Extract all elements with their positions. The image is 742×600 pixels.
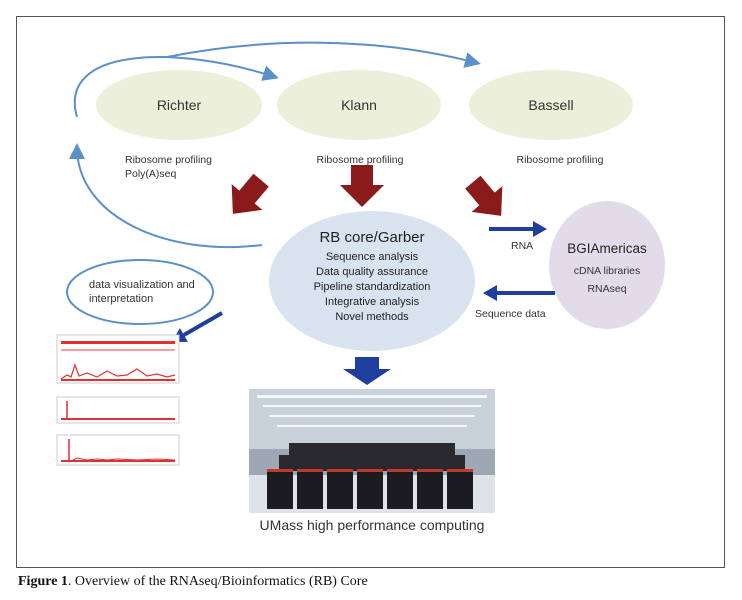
arrow-bassell-to-core xyxy=(465,175,503,216)
arrow-richter-to-core xyxy=(231,173,269,214)
bgi-item: cDNA libraries xyxy=(573,265,641,277)
feedback-curve-top-right xyxy=(166,41,481,68)
bassell-desc: Ribosome profiling xyxy=(495,153,625,167)
feedback-curve-left xyxy=(69,143,263,249)
arrow-rna-to-bgi xyxy=(489,221,547,237)
rb-core-node: RB core/Garber Sequence analysis Data qu… xyxy=(279,229,465,325)
viz-label: data visualization and interpretation xyxy=(89,279,195,305)
rb-core-item: Novel methods xyxy=(335,311,409,323)
figure-frame: Richter Klann Bassell Ribosome profiling… xyxy=(16,16,725,568)
arrow-core-to-computing xyxy=(343,357,391,385)
feedback-curve-top xyxy=(73,56,279,118)
bassell-desc-line: Ribosome profiling xyxy=(516,154,604,166)
rb-core-title: RB core/Garber xyxy=(319,229,425,246)
arrow-sequence-data-to-core xyxy=(483,285,555,301)
sequence-data-edge-label: Sequence data xyxy=(475,308,546,320)
bgi-node: BGIAmericas cDNA libraries RNAseq xyxy=(549,241,665,296)
caption-figure-number: Figure 1 xyxy=(18,574,68,589)
rna-edge-label: RNA xyxy=(511,240,534,252)
diagram-canvas xyxy=(56,41,665,513)
bgi-item: RNAseq xyxy=(587,283,627,295)
viz-oval xyxy=(66,259,214,325)
rb-core-item: Pipeline standardization xyxy=(313,281,431,293)
klann-oval xyxy=(277,70,441,140)
mini-plot-2 xyxy=(56,396,180,424)
richter-desc-line: Poly(A)seq xyxy=(125,168,177,180)
bassell-label: Bassell xyxy=(528,97,574,113)
bgi-oval xyxy=(549,201,665,329)
bassell-oval xyxy=(469,70,633,140)
rb-core-item: Sequence analysis xyxy=(325,251,419,263)
computing-label: UMass high performance computing xyxy=(259,517,485,533)
richter-desc: Ribosome profiling Poly(A)seq xyxy=(125,153,255,181)
arrow-klann-to-core xyxy=(340,165,384,207)
klann-label: Klann xyxy=(341,97,377,113)
caption-text: . Overview of the RNAseq/Bioinformatics … xyxy=(67,574,368,589)
richter-label: Richter xyxy=(156,97,202,113)
klann-desc: Ribosome profiling xyxy=(295,153,425,167)
richter-desc-line: Ribosome profiling xyxy=(125,154,212,166)
rb-core-item: Integrative analysis xyxy=(324,296,420,308)
mini-plot-1 xyxy=(56,334,180,384)
rb-core-oval xyxy=(269,211,475,351)
bgi-title: BGIAmericas xyxy=(567,241,647,256)
klann-desc-line: Ribosome profiling xyxy=(316,154,404,166)
computing-photo xyxy=(249,389,495,513)
cabinet-row xyxy=(267,469,473,509)
richter-oval xyxy=(96,70,262,140)
figure-caption: Figure 1. Overview of the RNAseq/Bioinfo… xyxy=(18,574,368,590)
mini-plot-3 xyxy=(56,434,180,466)
rb-core-item: Data quality assurance xyxy=(316,266,428,278)
